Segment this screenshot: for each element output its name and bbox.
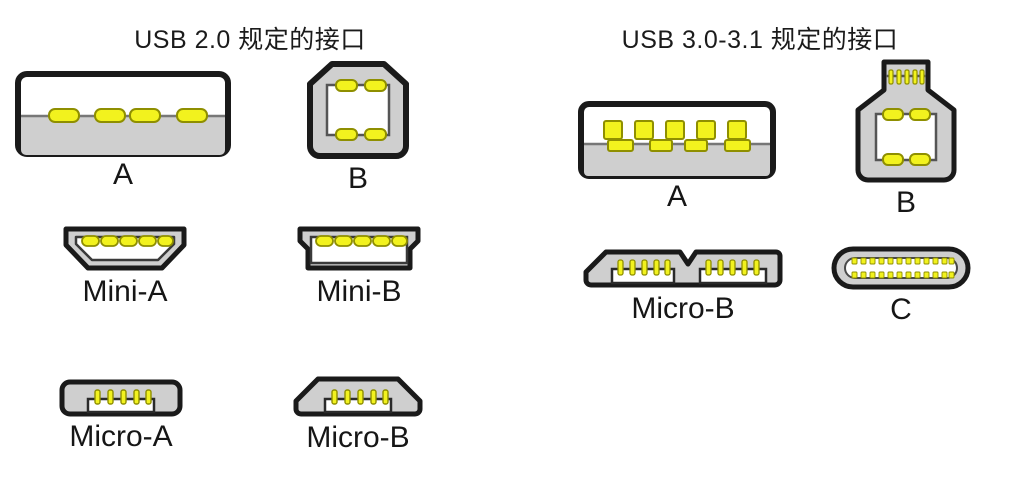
usb30-c-art (831, 246, 971, 290)
panel-usb20-title: USB 2.0 规定的接口 (134, 26, 366, 54)
connector-usb20-a: A (14, 70, 232, 190)
connector-usb30-micro-b-label: Micro-B (631, 292, 735, 325)
connector-usb20-mini-a: Mini-A (62, 225, 188, 307)
connector-usb20-mini-b-label: Mini-B (316, 275, 402, 308)
usb30-b-art (855, 59, 957, 183)
connector-usb30-b: B (850, 58, 962, 218)
connector-usb30-b-label: B (895, 186, 916, 219)
connector-usb20-b: B (306, 60, 410, 194)
connector-usb30-micro-b: Micro-B (582, 248, 784, 324)
panel-usb30-title: USB 3.0-3.1 规定的接口 (621, 26, 899, 54)
usb20-b-art (307, 61, 409, 159)
connector-usb20-micro-b: Micro-B (292, 375, 424, 453)
usb20-mini-a-art (63, 226, 187, 271)
connector-usb20-b-label: B (347, 162, 368, 195)
connector-usb20-micro-b-label: Micro-B (306, 421, 410, 454)
connector-usb20-mini-b: Mini-B (296, 225, 422, 307)
connector-usb20-mini-a-label: Mini-A (82, 275, 168, 308)
connector-usb20-a-label: A (112, 158, 133, 191)
usb20-mini-b-art (297, 226, 421, 271)
panel-usb20: USB 2.0 规定的接口 A (0, 0, 500, 500)
panel-usb30: USB 3.0-3.1 规定的接口 (510, 0, 1010, 500)
connector-usb20-micro-a: Micro-A (58, 378, 184, 452)
connector-usb30-a-label: A (666, 180, 687, 213)
connector-usb30-c: C (830, 245, 972, 325)
usb30-a-art (578, 101, 776, 179)
usb20-a-art (15, 71, 231, 157)
connector-usb30-c-label: C (890, 293, 912, 326)
usb30-micro-b-art (583, 249, 783, 288)
connector-usb20-micro-a-label: Micro-A (69, 420, 173, 453)
usb20-micro-b-art (293, 376, 423, 417)
connector-usb30-a: A (577, 100, 777, 212)
usb20-micro-a-art (59, 379, 183, 417)
